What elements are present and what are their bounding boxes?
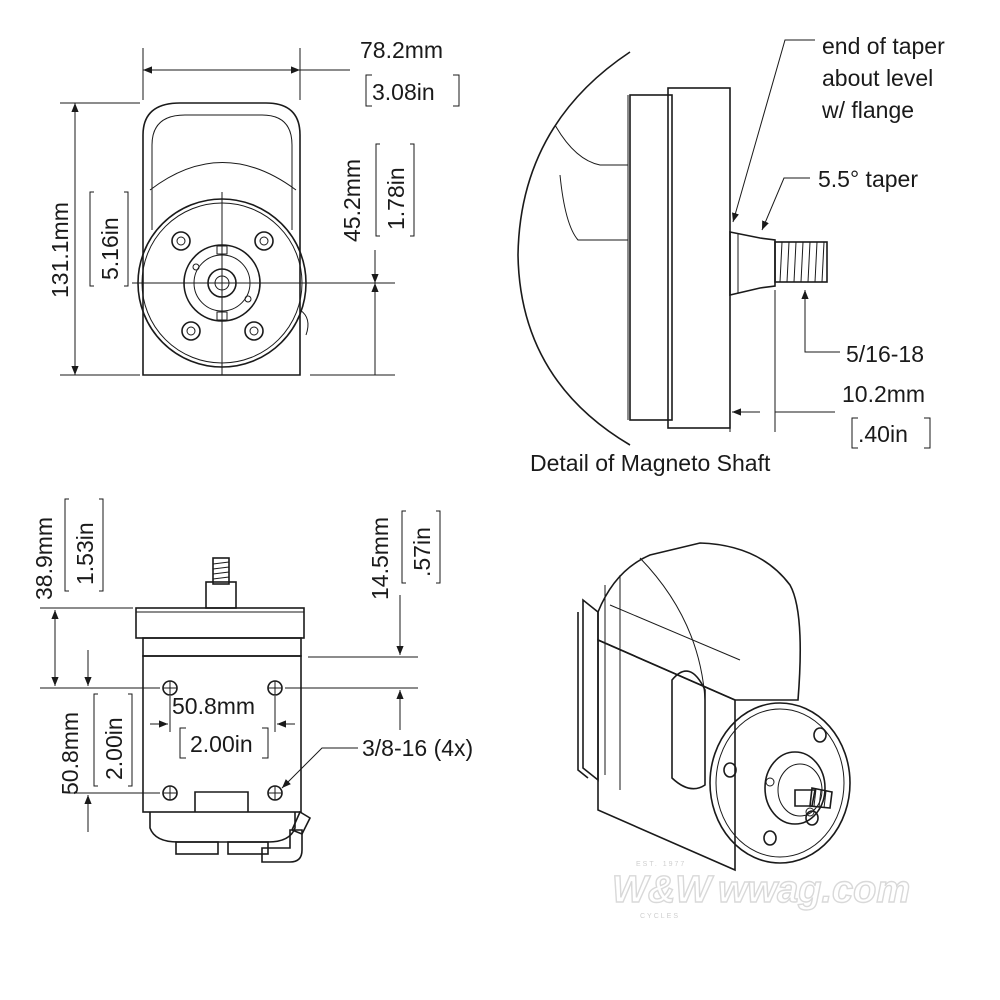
hole-spacing-h-in-label: 2.00in: [190, 731, 253, 757]
bottom-view: 38.9mm 1.53in 14.5mm .57in 50.8mm 2.00in: [31, 498, 473, 863]
watermark-logo: EST. 1977 W&W wwag.com CYCLES: [611, 861, 911, 920]
hole-spacing-v-mm-label: 50.8mm: [57, 712, 83, 795]
center-mm-label: 45.2mm: [339, 159, 365, 242]
hole-spacing-v-in-label: 2.00in: [101, 717, 127, 780]
offset-in-label: .57in: [409, 527, 435, 577]
svg-text:CYCLES: CYCLES: [640, 913, 680, 920]
thread-note-label: 3/8-16 (4x): [362, 735, 473, 761]
svg-text:EST. 1977: EST. 1977: [636, 861, 686, 868]
taper-note-line2: about level: [822, 65, 933, 91]
taper-angle-label: 5.5° taper: [818, 166, 918, 192]
front-view: 78.2mm 3.08in 131.1mm 5.16in 45.2mm 1.78…: [47, 37, 460, 376]
shaft-mm-label: 10.2mm: [842, 381, 925, 407]
width-mm-label: 78.2mm: [360, 37, 443, 63]
shaft-in-label: .40in: [858, 421, 908, 447]
width-in-label: 3.08in: [372, 79, 435, 105]
top-mm-label: 38.9mm: [31, 517, 57, 600]
top-in-label: 1.53in: [72, 522, 98, 585]
hole-spacing-h-mm-label: 50.8mm: [172, 693, 255, 719]
isometric-view: [577, 542, 851, 872]
watermark-site: wwag.com: [718, 869, 910, 911]
height-mm-label: 131.1mm: [47, 202, 73, 298]
center-in-label: 1.78in: [383, 167, 409, 230]
detail-view: end of taper about level w/ flange 5.5° …: [517, 33, 945, 476]
taper-note-line3: w/ flange: [821, 97, 914, 123]
watermark-brand: W&W: [612, 869, 714, 911]
offset-mm-label: 14.5mm: [367, 517, 393, 600]
thread-label: 5/16-18: [846, 341, 924, 367]
height-in-label: 5.16in: [97, 217, 123, 280]
taper-note-line1: end of taper: [822, 33, 945, 59]
detail-caption: Detail of Magneto Shaft: [530, 450, 771, 476]
